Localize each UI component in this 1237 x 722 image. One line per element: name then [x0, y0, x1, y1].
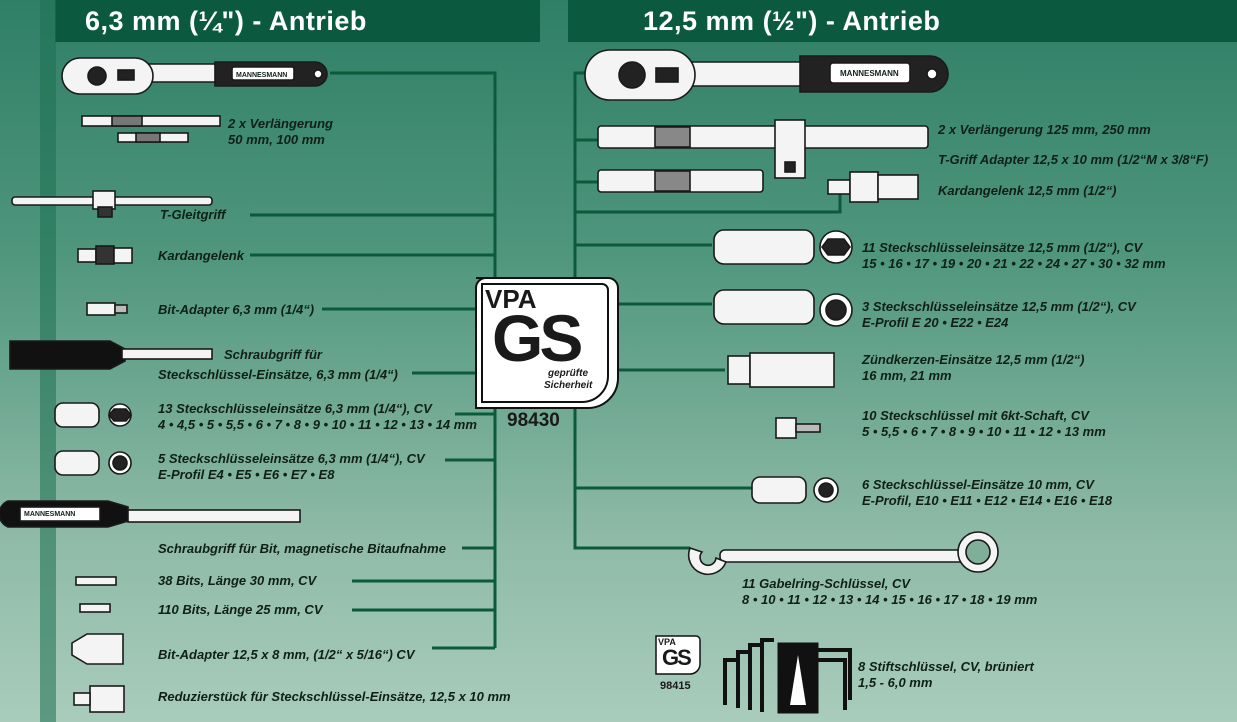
label-socket-set-3: 3 Steckschlüsseleinsätze 12,5 mm (1/2“),…: [862, 299, 1136, 331]
label-bit-adapter-quarter: Bit-Adapter 6,3 mm (1/4“): [158, 302, 315, 317]
label-socket-set-6: 6 Steckschlüssel-Einsätze 10 mm, CV E-Pr…: [862, 477, 1112, 509]
label-t-slide: T-Gleitgriff: [160, 207, 226, 222]
gs-subtitle-2: Sicherheit: [544, 380, 593, 391]
label-hex-shaft-sockets: 10 Steckschlüssel mit 6kt-Schaft, CV 5 •…: [862, 408, 1106, 440]
socket-set-6-icon: [751, 476, 839, 504]
hex-key-set-icon: [723, 638, 852, 714]
label-socket-set-5: 5 Steckschlüsseleinsätze 6,3 mm (1/4“), …: [158, 451, 425, 483]
label-line-2: 50 mm, 100 mm: [228, 132, 325, 147]
label-hex-keys: 8 Stiftschlüssel, CV, brüniert 1,5 - 6,0…: [858, 659, 1034, 691]
left-drive-header: 6,3 mm (¼") - Antrieb: [55, 0, 540, 42]
reducer-icon: [73, 685, 125, 713]
label-socket-set-11: 11 Steckschlüsseleinsätze 12,5 mm (1/2“)…: [862, 240, 1166, 272]
label-reducer: Reduzierstück für Steckschlüssel-Einsätz…: [158, 689, 511, 704]
gs-letters: GS: [492, 301, 583, 375]
label-line-1: Schraubgriff für: [224, 347, 322, 362]
right-drive-title: 12,5 mm (½") - Antrieb: [643, 5, 941, 36]
socket-set-11-icon: [713, 229, 853, 265]
spark-plug-socket-icon: [727, 352, 835, 388]
label-universal-joint-half: Kardangelenk 12,5 mm (1/2“): [938, 183, 1117, 198]
brand-mark-half: MANNESMANN: [840, 69, 899, 78]
label-bits-110: 110 Bits, Länge 25 mm, CV: [158, 602, 323, 617]
label-line-2: E-Profil E 20 • E22 • E24: [862, 315, 1009, 330]
label-line-1: 10 Steckschlüssel mit 6kt-Schaft, CV: [862, 408, 1089, 423]
label-line-2: 1,5 - 6,0 mm: [858, 675, 933, 690]
t-slide-handle-icon: [11, 190, 213, 218]
label-line-1: 5 Steckschlüsseleinsätze 6,3 mm (1/4“), …: [158, 451, 425, 466]
left-drive-title: 6,3 mm (¼") - Antrieb: [85, 5, 367, 36]
gs-vpa-text: VPA: [485, 284, 537, 314]
ratchet-half-icon: [584, 49, 949, 101]
universal-joint-quarter-icon: [77, 245, 133, 265]
label-line-1: 13 Steckschlüsseleinsätze 6,3 mm (1/4“),…: [158, 401, 432, 416]
label-line-1: 8 Stiftschlüssel, CV, brüniert: [858, 659, 1034, 674]
label-spark-plug: Zündkerzen-Einsätze 12,5 mm (1/2“) 16 mm…: [862, 352, 1085, 384]
extension-bars-quarter-icon: [81, 115, 221, 143]
bits-30-icon: [75, 576, 117, 586]
label-line-2: Steckschlüssel-Einsätze, 6,3 mm (1/4“): [158, 367, 398, 382]
label-socket-set-13: 13 Steckschlüsseleinsätze 6,3 mm (1/4“),…: [158, 401, 477, 433]
label-line-1: 3 Steckschlüsseleinsätze 12,5 mm (1/2“),…: [862, 299, 1136, 314]
gs-small-letters: GS: [662, 645, 692, 670]
label-line-2: 5 • 5,5 • 6 • 7 • 8 • 9 • 10 • 11 • 12 •…: [862, 424, 1106, 439]
screw-handle-icon: [9, 340, 213, 370]
label-bit-handle: Schraubgriff für Bit, magnetische Bitauf…: [158, 541, 446, 556]
gs-small-certification-logo: [655, 635, 701, 675]
brand-mark-quarter: MANNESMANN: [236, 72, 288, 79]
label-line-2: 16 mm, 21 mm: [862, 368, 952, 383]
label-t-adapter: T-Griff Adapter 12,5 x 10 mm (1/2“M x 3/…: [938, 152, 1209, 167]
label-extension-quarter: 2 x Verlängerung 50 mm, 100 mm: [228, 116, 333, 148]
label-line-2: 8 • 10 • 11 • 12 • 13 • 14 • 15 • 16 • 1…: [742, 592, 1038, 607]
label-bits-38: 38 Bits, Länge 30 mm, CV: [158, 573, 317, 588]
universal-joint-half-icon: [827, 171, 919, 203]
hex-shaft-socket-icon: [775, 417, 821, 439]
extension-tbar-half-icon: [597, 119, 929, 179]
gs-certification-logo: [475, 277, 619, 409]
bit-adapter-quarter-icon: [86, 302, 128, 316]
label-bit-adapter-half: Bit-Adapter 12,5 x 8 mm, (1/2“ x 5/16“) …: [158, 647, 415, 662]
label-line-1: 11 Gabelring-Schlüssel, CV: [742, 576, 911, 591]
combination-wrench-icon: [687, 531, 999, 576]
label-line-2: 4 • 4,5 • 5 • 5,5 • 6 • 7 • 8 • 9 • 10 •…: [158, 417, 477, 432]
label-line-1: 2 x Verlängerung: [228, 116, 333, 131]
label-line-1: 6 Steckschlüssel-Einsätze 10 mm, CV: [862, 477, 1094, 492]
gs-number: 98430: [507, 410, 560, 431]
label-extension-half: 2 x Verlängerung 125 mm, 250 mm: [938, 122, 1151, 137]
bit-adapter-half-icon: [71, 633, 124, 665]
bits-25-icon: [79, 603, 111, 613]
extension-short-half-icon: [597, 169, 764, 193]
label-line-2: 15 • 16 • 17 • 19 • 20 • 21 • 22 • 24 • …: [862, 256, 1166, 271]
label-wrench: 11 Gabelring-Schlüssel, CV 8 • 10 • 11 •…: [742, 576, 1037, 608]
label-line-1: 11 Steckschlüsseleinsätze 12,5 mm (1/2“)…: [862, 240, 1143, 255]
brand-mark-bit-handle: MANNESMANN: [24, 511, 76, 518]
ratchet-quarter-icon: [61, 57, 328, 95]
socket-set-13-icon: [54, 402, 133, 428]
right-drive-header: 12,5 mm (½") - Antrieb: [568, 0, 1237, 42]
gs-small-number: 98415: [660, 680, 691, 692]
bit-handle-icon: [0, 500, 301, 528]
socket-set-5-icon: [54, 450, 132, 476]
label-screw-handle: Schraubgriff für Steckschlüssel-Einsätze…: [158, 347, 398, 383]
label-line-1: Zündkerzen-Einsätze 12,5 mm (1/2“): [862, 352, 1085, 367]
label-universal-joint-quarter: Kardangelenk: [158, 248, 244, 263]
label-line-2: E-Profil E4 • E5 • E6 • E7 • E8: [158, 467, 335, 482]
label-line-2: E-Profil, E10 • E11 • E12 • E14 • E16 • …: [862, 493, 1113, 508]
socket-set-3-icon: [713, 289, 853, 327]
gs-small-vpa-text: VPA: [658, 637, 676, 647]
gs-subtitle-1: geprüfte: [548, 368, 588, 379]
